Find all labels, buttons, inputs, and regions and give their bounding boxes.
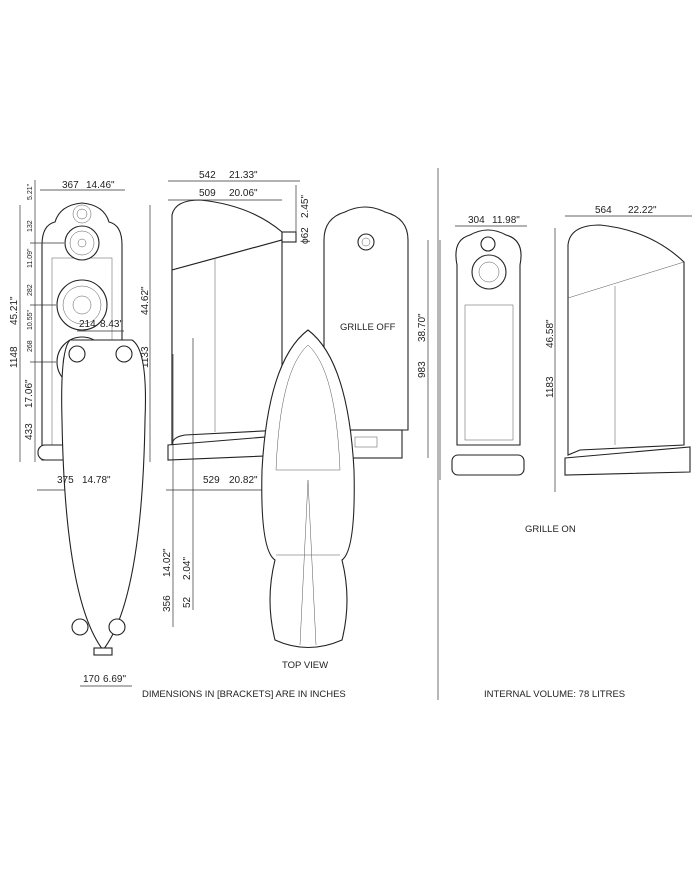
- mid-bass-mm: 282: [27, 284, 34, 296]
- rear-height-mm: 983: [417, 361, 428, 378]
- base-depth-in: 20.82": [229, 475, 258, 486]
- front-width-mm: 367: [62, 180, 79, 191]
- grille-width-mm: 304: [468, 215, 485, 226]
- terminal-in: 2.45": [300, 195, 311, 218]
- spike-width-in: 8.43": [100, 319, 123, 330]
- body-depth-mm: 509: [199, 188, 216, 199]
- base-width-mm: 375: [57, 475, 74, 486]
- front-width-in: 14.46": [86, 180, 115, 191]
- bass-spacing-mm: 268: [27, 340, 34, 352]
- tweeter-offset-in: 5.21": [27, 183, 34, 200]
- offset-mm: 52: [182, 596, 193, 608]
- spike-icon: [68, 345, 86, 363]
- grille-on-side-outline: [567, 224, 685, 456]
- rear-view-outline: [323, 206, 409, 431]
- grille-depth-in: 22.22": [628, 205, 657, 216]
- caption-grille-on: GRILLE ON: [525, 524, 576, 535]
- spike-icon: [108, 618, 126, 636]
- tweeter-icon: [72, 204, 92, 224]
- bass-driver-icon: [56, 279, 108, 331]
- rear-spike-in: 6.69": [103, 674, 126, 685]
- tweeter-mid-mm: 132: [27, 220, 34, 232]
- base-width-in: 14.78": [82, 475, 111, 486]
- front-height-in: 45.21": [9, 296, 20, 325]
- grille-on-front-outline: [455, 229, 522, 446]
- base-view-outline: [61, 339, 146, 651]
- side-height-mm: 1133: [140, 346, 151, 368]
- terminal-icon: [281, 231, 297, 243]
- rear-height-in: 38.70": [417, 313, 428, 342]
- grille-width-in: 11.98": [492, 215, 520, 226]
- terminal-dia: ϕ62: [300, 227, 311, 244]
- side-depth-mm: 542: [199, 170, 216, 181]
- side-view-outline: [171, 199, 283, 445]
- offset-in: 2.04": [182, 557, 193, 580]
- spike-icon: [115, 345, 133, 363]
- internal-volume: INTERNAL VOLUME: 78 LITRES: [484, 689, 625, 700]
- side-depth-in: 21.33": [229, 170, 258, 181]
- grille-depth-mm: 564: [595, 205, 612, 216]
- bass2-height-in: 17.06": [24, 379, 35, 408]
- front-height-mm: 1148: [9, 346, 20, 368]
- caption-grille-off: GRILLE OFF: [340, 322, 396, 333]
- spike-depth-in: 14.02": [162, 548, 173, 577]
- spike-depth-mm: 356: [162, 595, 173, 612]
- units-note: DIMENSIONS IN [BRACKETS] ARE IN INCHES: [142, 689, 346, 700]
- body-depth-in: 20.06": [229, 188, 258, 199]
- spike-width-mm: 214: [79, 319, 96, 330]
- bass2-height-mm: 433: [24, 423, 35, 440]
- grille-height-in: 46.58": [545, 319, 556, 348]
- spike-icon: [71, 618, 89, 636]
- rear-spike-mm: 170: [83, 674, 100, 685]
- grille-height-mm: 1183: [545, 376, 556, 398]
- base-depth-mm: 529: [203, 475, 220, 486]
- caption-top-view: TOP VIEW: [282, 660, 328, 671]
- mid-bass-in: 10.55": [27, 309, 34, 330]
- top-view-outline: [261, 329, 355, 648]
- tweeter-mid-in: 11.09": [27, 248, 34, 268]
- side-height-in: 44.62": [140, 286, 151, 315]
